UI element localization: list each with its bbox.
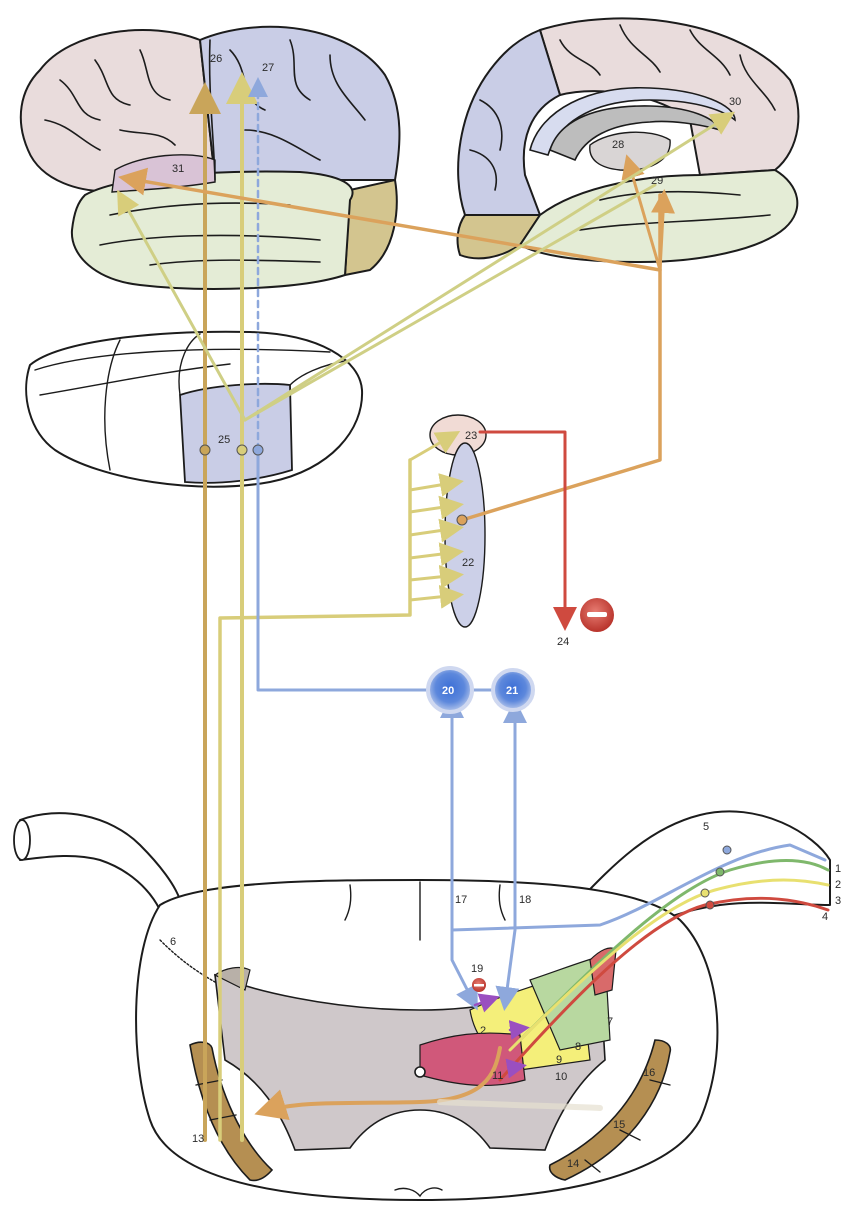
label-10: 10	[555, 1071, 567, 1083]
label-20: 20	[442, 685, 454, 697]
label-21: 21	[506, 685, 518, 697]
label-15: 15	[613, 1119, 625, 1131]
label-30: 30	[729, 96, 741, 108]
label-12: 2	[480, 1025, 486, 1037]
label-26: 26	[210, 53, 222, 65]
label-4: 4	[822, 911, 828, 923]
minus-circle-icon	[472, 978, 486, 992]
label-29: 29	[651, 175, 663, 187]
minus-circle-icon	[580, 598, 614, 632]
label-3: 3	[835, 895, 841, 907]
medial-brain-view	[458, 18, 799, 262]
label-13: 13	[192, 1133, 204, 1145]
label-19: 19	[471, 963, 483, 975]
label-8: 8	[575, 1041, 581, 1053]
label-7: 7	[607, 1016, 613, 1028]
label-14: 14	[567, 1158, 579, 1170]
vpl-nucleus	[180, 384, 292, 483]
left-dorsal-root	[20, 813, 180, 910]
label-28: 28	[612, 139, 624, 151]
label-2: 2	[835, 879, 841, 891]
label-27: 27	[262, 62, 274, 74]
label-6: 6	[170, 936, 176, 948]
label-9: 9	[556, 1054, 562, 1066]
lateral-brain-view	[21, 27, 400, 289]
label-1: 1	[835, 863, 841, 875]
label-31: 31	[172, 163, 184, 175]
label-17: 17	[455, 894, 467, 906]
label-18: 18	[519, 894, 531, 906]
thalamus-section	[26, 332, 362, 487]
rvm-22	[445, 443, 485, 627]
label-5: 5	[703, 821, 709, 833]
left-root-stump	[14, 820, 30, 860]
label-25: 25	[218, 434, 230, 446]
label-22: 22	[462, 557, 474, 569]
label-11: 11	[492, 1070, 503, 1082]
central-canal	[415, 1067, 425, 1077]
spinal-cord-section	[14, 811, 830, 1200]
inhibitory-tract	[480, 432, 565, 625]
lamina-magenta	[420, 1033, 525, 1085]
label-16: 16	[643, 1067, 655, 1079]
label-24: 24	[557, 636, 569, 648]
label-23: 23	[465, 430, 477, 442]
